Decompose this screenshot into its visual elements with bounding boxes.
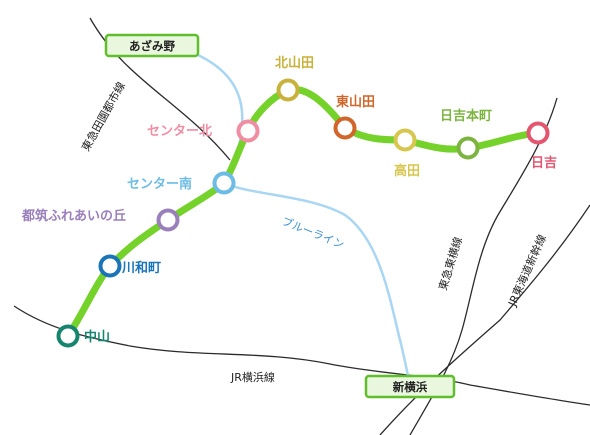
station-marker-hiyoshi — [526, 121, 550, 145]
station-marker-hiyoshi-honcho — [456, 136, 480, 160]
station-label-center-minami: センター南 — [127, 176, 192, 192]
green-line-track — [64, 85, 542, 340]
station-marker-center-minami — [212, 171, 236, 195]
station-marker-takata — [393, 128, 417, 152]
station-marker-kawawacho — [98, 254, 122, 278]
station-marker-kita-yamata — [276, 78, 300, 102]
station-marker-nakayama — [56, 324, 80, 348]
station-label-tsuzuki-fureai-no-oka: 都筑ふれあいの丘 — [21, 208, 126, 224]
blue-line-label: ブルーライン — [280, 214, 346, 252]
station-marker-tsuzuki-fureai-no-oka — [156, 208, 180, 232]
station-label-hiyoshi: 日吉 — [531, 156, 557, 171]
tokyu-toyoko-line-label: 東急東横線 — [435, 235, 464, 292]
shinyokohama-box — [364, 374, 456, 399]
blue-line-track-south — [223, 181, 411, 381]
jr-yokohama-line-label: JR横浜線 — [230, 370, 275, 384]
station-label-kawawacho: 川和町 — [121, 260, 161, 276]
jr-yokohama-line — [13, 305, 590, 406]
station-marker-higashi-yamata — [333, 116, 357, 140]
station-label-higashi-yamata: 東山田 — [336, 94, 375, 110]
station-marker-center-kita — [236, 119, 260, 143]
tokyu-denentoshi-line-label: 東急田園都市線 — [78, 79, 128, 153]
shinyokohama-label: 新横浜 — [393, 380, 428, 394]
azamino-box — [104, 33, 200, 58]
station-label-kita-yamata: 北山田 — [275, 55, 314, 71]
station-label-takata: 高田 — [394, 163, 420, 179]
tokyu-denentoshi-line — [89, 17, 231, 161]
station-label-hiyoshi-honcho: 日吉本町 — [440, 108, 492, 124]
station-label-nakayama: 中山 — [84, 329, 110, 345]
station-label-center-kita: センター北 — [147, 124, 212, 139]
jr-tokaido-shinkansen-line-label: JR東海道新幹線 — [505, 232, 549, 309]
azamino-label: あざみ野 — [129, 39, 175, 53]
